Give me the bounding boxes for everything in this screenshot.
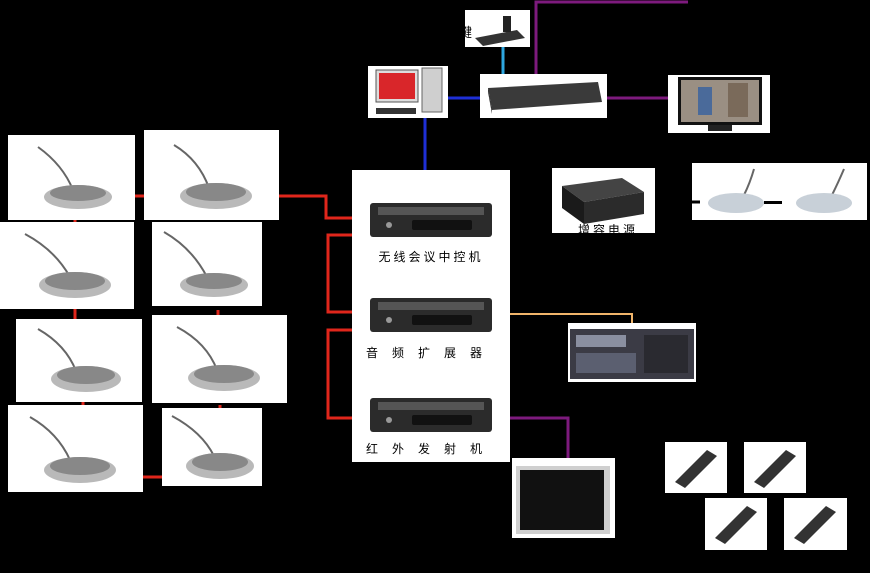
rack-units xyxy=(370,203,492,432)
recorder-link xyxy=(497,313,633,323)
display-monitor xyxy=(668,75,770,133)
power-supply-label: 增容电源 xyxy=(578,224,639,233)
delegate-mic-unit xyxy=(8,405,143,492)
ir-receiver xyxy=(705,498,767,550)
ir-receiver xyxy=(744,442,806,493)
multitrack-recorder xyxy=(568,323,696,382)
expander-label: 音频扩展器 xyxy=(365,346,496,360)
delegate-mic-unit xyxy=(144,130,279,220)
ir-transmitter-label: 红外发射机 xyxy=(365,442,496,456)
extension-mic-pair xyxy=(692,163,867,220)
control-keyboard: 键 xyxy=(459,10,530,47)
controller-label: 无线会议中控机 xyxy=(378,250,484,264)
delegate-mic-unit xyxy=(152,222,262,306)
ir-receiver xyxy=(784,498,847,550)
video-processor xyxy=(480,74,607,118)
central-rack-panel: 无线会议中控机 音频扩展器 红外发射机 xyxy=(352,170,510,462)
delegate-mic-unit xyxy=(162,408,262,486)
ir-transmitter-unit xyxy=(370,398,492,432)
keyboard-label: 键 xyxy=(459,26,473,41)
ir-receiver xyxy=(665,442,727,493)
delegate-mic-unit xyxy=(152,315,287,403)
computer-workstation xyxy=(368,66,448,118)
ir-radiator-panel xyxy=(512,458,615,538)
delegate-mic-unit xyxy=(0,222,134,309)
delegate-mic-unit xyxy=(16,319,142,402)
expander-unit xyxy=(370,298,492,332)
delegate-mic-unit xyxy=(8,135,135,220)
signal-links xyxy=(497,0,688,458)
power-supply: 增容电源 xyxy=(552,168,655,233)
controller-unit xyxy=(370,203,492,237)
